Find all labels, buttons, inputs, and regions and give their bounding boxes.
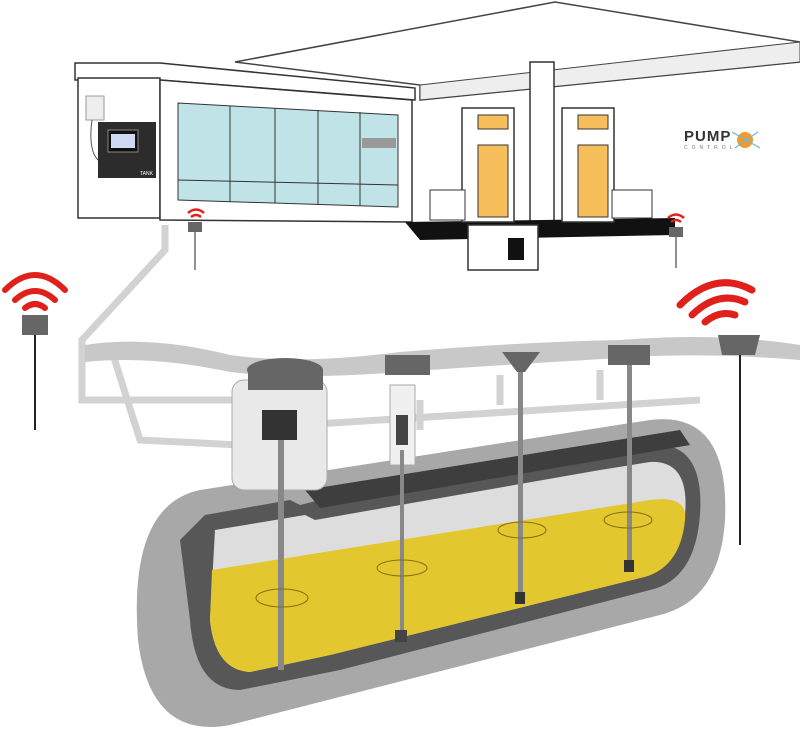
wireless-sensor [187, 208, 205, 270]
wireless-signal-icon [667, 213, 685, 224]
wireless-sensor [2, 272, 68, 430]
probe-sensor-icon [376, 355, 430, 642]
fuel-pump [429, 107, 515, 223]
fuel-pump [561, 107, 653, 223]
probe-sensor-icon [497, 352, 547, 604]
wireless-sensor [676, 279, 760, 545]
console-label: TANK [140, 171, 154, 177]
pump-control-logo: PUMP CONTROL [684, 128, 764, 151]
wireless-sensor [667, 213, 685, 268]
logo-main-text: PUMP [684, 128, 732, 145]
logo-sub-text: CONTROL [684, 145, 737, 151]
submersible-pump [231, 358, 328, 670]
underground-tank [136, 419, 726, 727]
canopy [234, 1, 800, 223]
wireless-signal-icon [2, 272, 68, 311]
shop-window [177, 102, 399, 208]
tank-probes [231, 345, 653, 670]
probe-sensor-icon [603, 345, 653, 572]
logo-mark [731, 131, 761, 149]
ground-pipe [85, 336, 800, 376]
wireless-signal-icon [676, 279, 756, 326]
console-monitor-icon: TANK [85, 95, 156, 178]
fuel-level [210, 499, 686, 672]
station-building: TANK [74, 62, 416, 223]
wireless-signal-icon [187, 208, 205, 219]
pump-island [405, 107, 675, 271]
